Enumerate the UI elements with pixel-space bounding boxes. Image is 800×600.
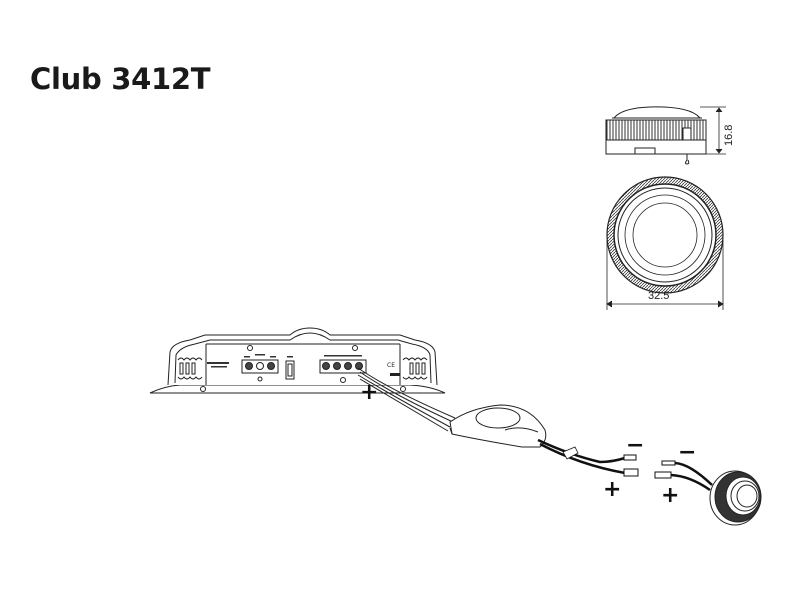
crossover-to-tweeter-wires: [537, 438, 713, 492]
amplifier: CE: [149, 327, 446, 394]
height-dimension-label: 16.8: [723, 125, 735, 146]
product-title: Club 3412T: [30, 62, 211, 96]
amp-to-crossover-wires: [357, 367, 456, 432]
width-dimension-label: 32.5: [648, 290, 669, 302]
width-dimension: [606, 240, 724, 310]
tweeter-minus-symbol: −: [678, 440, 696, 465]
tweeter-side-view: [605, 106, 707, 165]
tweeter-plus-symbol: +: [661, 483, 679, 508]
crossover-minus-symbol: −: [626, 433, 644, 458]
svg-text:CE: CE: [387, 362, 395, 369]
height-dimension: [700, 106, 726, 155]
crossover: [449, 404, 547, 448]
tweeter: [709, 470, 762, 526]
amp-plus-symbol: +: [360, 380, 378, 405]
crossover-plus-symbol: +: [603, 477, 621, 502]
tweeter-front-view: [606, 176, 724, 294]
